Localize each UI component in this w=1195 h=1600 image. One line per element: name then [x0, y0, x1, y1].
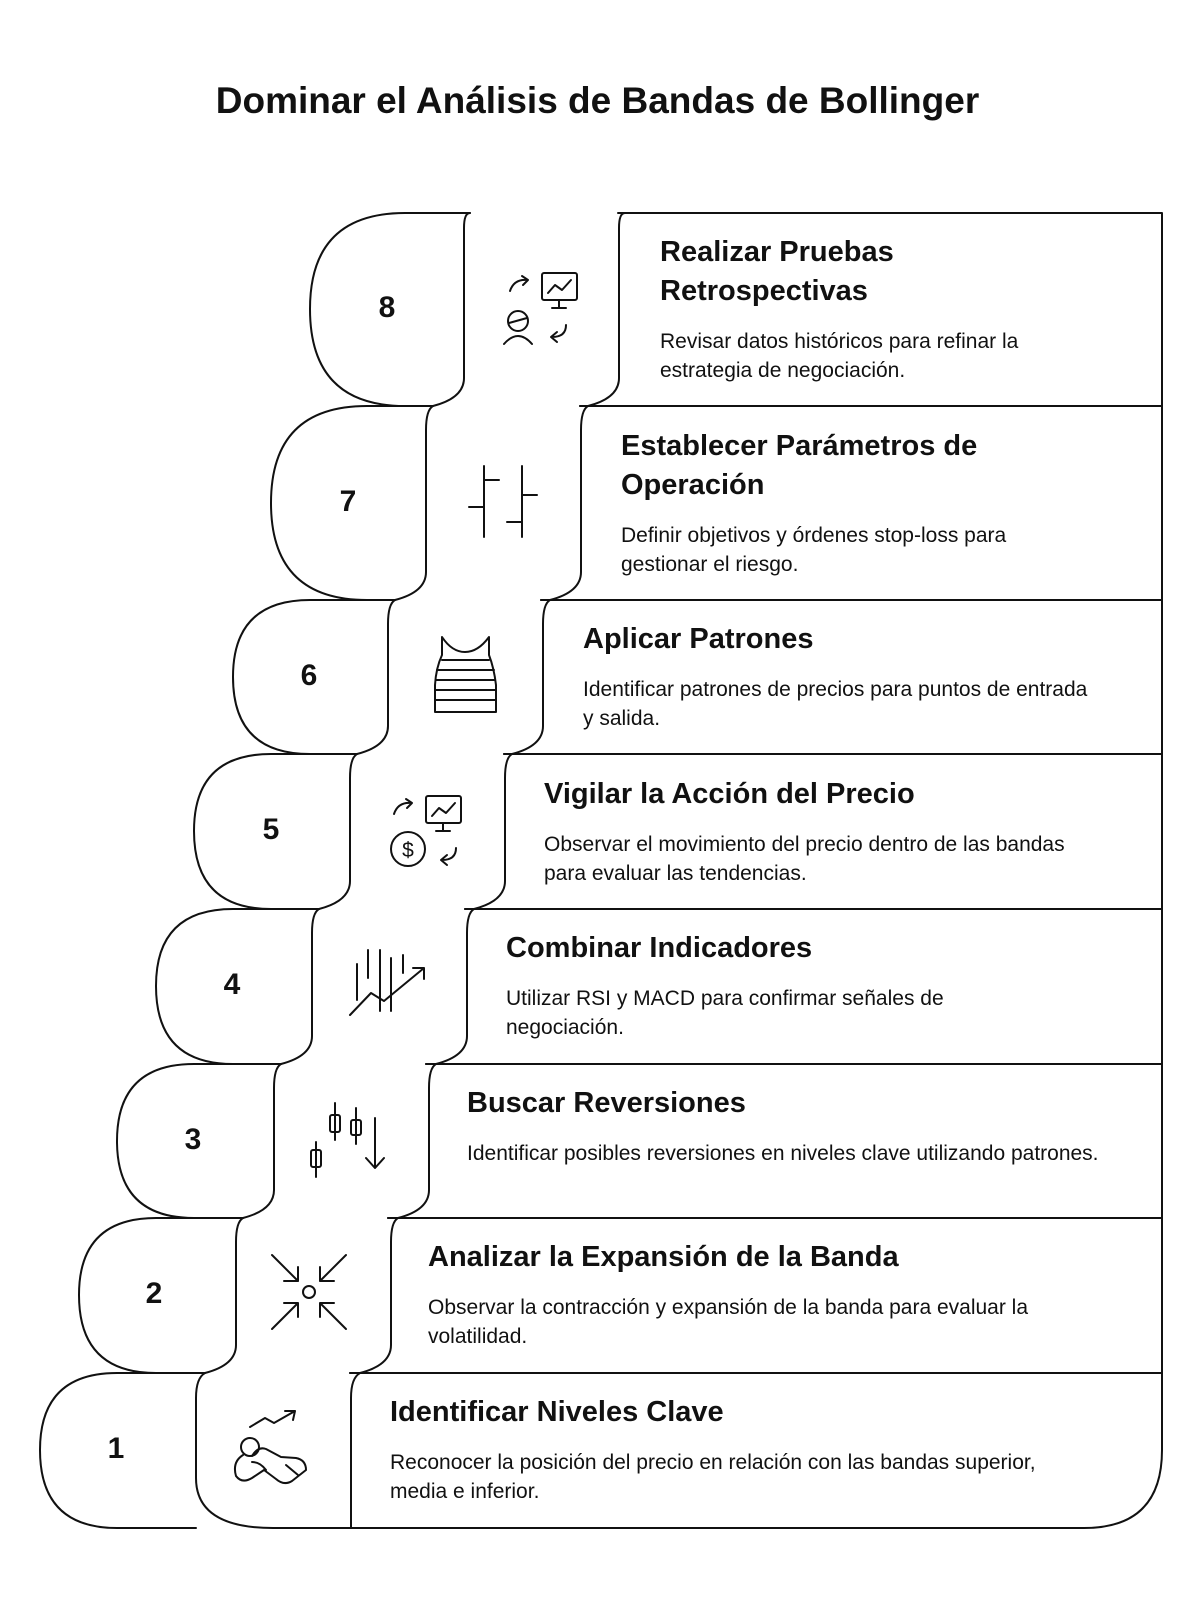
step-description-2: Observar la contracción y expansión de l… — [428, 1296, 1029, 1348]
step-description-1: Reconocer la posición del precio en rela… — [390, 1451, 1036, 1503]
number-tab-5 — [193, 753, 358, 910]
trend-bars-icon — [349, 949, 425, 1016]
step-title-8: Realizar Pruebas Retrospectivas — [660, 236, 894, 307]
vest-icon — [434, 636, 497, 713]
step-number-5: 5 — [262, 813, 280, 846]
step-title-3: Buscar Reversiones — [467, 1087, 746, 1119]
step-number-4: 4 — [223, 968, 241, 1001]
step-number-6: 6 — [300, 659, 318, 692]
dollar-chart-icon: $ — [390, 795, 462, 867]
step-title-4: Combinar Indicadores — [506, 932, 813, 964]
step-title-6: Aplicar Patrones — [583, 623, 814, 655]
number-tab-6 — [232, 599, 396, 755]
candlestick-down-icon — [310, 1102, 385, 1178]
number-tab-1 — [39, 1372, 206, 1529]
step-description-7: Definir objetivos y órdenes stop-loss pa… — [621, 524, 1007, 576]
step-number-1: 1 — [107, 1432, 125, 1465]
diagram-title: Dominar el Análisis de Bandas de Bolling… — [215, 80, 980, 121]
step-description-8: Revisar datos históricos para refinar la… — [660, 330, 1019, 382]
step-description-6: Identificar patrones de precios para pun… — [583, 678, 1088, 730]
ohlc-bars-icon — [468, 465, 538, 538]
step-number-2: 2 — [145, 1277, 163, 1310]
number-tab-8 — [309, 212, 471, 407]
compress-arrows-icon — [271, 1254, 347, 1330]
svg-text:$: $ — [402, 839, 414, 862]
step-description-4: Utilizar RSI y MACD para confirmar señal… — [506, 987, 944, 1039]
step-title-5: Vigilar la Acción del Precio — [544, 778, 915, 810]
step-number-7: 7 — [339, 485, 357, 518]
step-title-2: Analizar la Expansión de la Banda — [428, 1241, 899, 1273]
step-description-5: Observar el movimiento del precio dentro… — [544, 833, 1065, 885]
number-tab-4 — [155, 908, 320, 1065]
outer-box-1 — [272, 1372, 1163, 1529]
step-title-1: Identificar Niveles Clave — [390, 1396, 724, 1428]
band-right-edge — [350, 212, 626, 1529]
number-tab-3 — [116, 1063, 282, 1219]
step-description-3: Identificar posibles reversiones en nive… — [467, 1142, 1099, 1165]
step-number-8: 8 — [378, 291, 396, 324]
step-title-7: Establecer Parámetros de Operación — [621, 430, 978, 501]
number-tab-7 — [270, 405, 434, 601]
person-chart-icon — [503, 272, 578, 345]
number-tab-2 — [78, 1217, 244, 1374]
person-trend-icon — [233, 1410, 307, 1485]
step-number-3: 3 — [184, 1123, 202, 1156]
